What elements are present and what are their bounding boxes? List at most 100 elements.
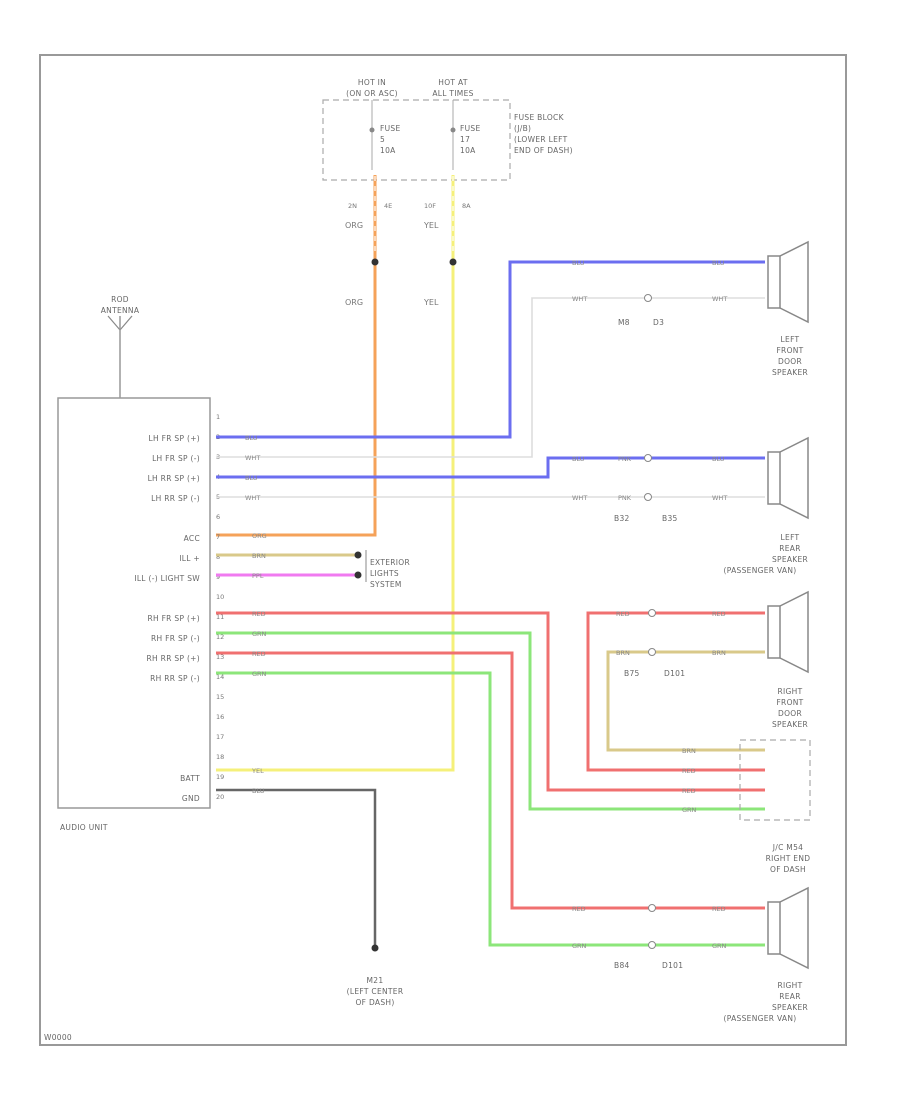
svg-text:9: 9: [216, 573, 220, 581]
svg-text:BLU: BLU: [572, 455, 585, 463]
svg-text:BRN: BRN: [252, 552, 266, 560]
diagram-frame: [39, 54, 847, 1046]
svg-text:D3: D3: [653, 318, 664, 327]
svg-text:WHT: WHT: [712, 494, 727, 502]
svg-text:8: 8: [216, 553, 220, 561]
svg-text:GRN: GRN: [712, 942, 727, 950]
svg-text:BRN: BRN: [712, 649, 726, 657]
lf-speaker-icon: [767, 240, 809, 324]
rf-grn-wire: [216, 631, 765, 811]
svg-text:12: 12: [216, 633, 224, 641]
gnd-wire: [216, 788, 377, 948]
svg-text:WHT: WHT: [572, 295, 587, 303]
svg-text:BLU: BLU: [245, 474, 258, 482]
svg-text:RED: RED: [682, 787, 696, 795]
svg-text:10: 10: [216, 593, 224, 601]
svg-text:GND: GND: [182, 794, 200, 803]
org-label: ORG: [345, 221, 363, 230]
svg-text:GRN: GRN: [252, 630, 267, 638]
rf-red-wire: [216, 611, 765, 792]
svg-text:BRN: BRN: [682, 747, 696, 755]
audio-unit-labels: LH FR SP (+) LH FR SP (-) LH RR SP (+) L…: [134, 434, 200, 803]
lr-speaker-icon: [767, 436, 809, 520]
svg-text:15: 15: [216, 693, 224, 701]
svg-text:LH RR SP (-): LH RR SP (-): [151, 494, 200, 503]
svg-text:1: 1: [216, 413, 220, 421]
svg-text:ORG: ORG: [252, 532, 267, 540]
svg-text:WHT: WHT: [245, 494, 260, 502]
svg-text:6: 6: [216, 513, 220, 521]
svg-text:RED: RED: [682, 767, 696, 775]
audio-unit: [57, 397, 211, 809]
pin-2n: 2N: [348, 202, 357, 210]
svg-text:PPL: PPL: [252, 572, 264, 580]
svg-text:PNK: PNK: [618, 494, 632, 502]
svg-text:LH FR SP (-): LH FR SP (-): [152, 454, 200, 463]
svg-text:M8: M8: [618, 318, 630, 327]
svg-text:RH RR SP (+): RH RR SP (+): [147, 654, 200, 663]
org-wire: [216, 175, 377, 537]
yel-label-2: YEL: [423, 298, 439, 307]
svg-text:RED: RED: [616, 610, 630, 618]
rf-speaker-icon: [767, 590, 809, 674]
pin-8a: 8A: [462, 202, 471, 210]
svg-text:18: 18: [216, 753, 224, 761]
svg-text:BLU: BLU: [572, 259, 585, 267]
svg-text:19: 19: [216, 773, 224, 781]
svg-text:B75: B75: [624, 669, 640, 678]
svg-text:PNK: PNK: [618, 455, 632, 463]
fuse-block: [322, 99, 511, 181]
rr-red-wire: [216, 651, 765, 910]
pin-10f: 10F: [424, 202, 436, 210]
svg-text:16: 16: [216, 713, 224, 721]
svg-text:GRN: GRN: [682, 806, 697, 814]
rf-spk-red: [586, 611, 765, 772]
svg-text:WHT: WHT: [712, 295, 727, 303]
svg-text:LH RR SP (+): LH RR SP (+): [148, 474, 200, 483]
svg-text:BATT: BATT: [180, 774, 200, 783]
yel-wire: [216, 175, 455, 772]
svg-text:20: 20: [216, 793, 224, 801]
rr-grn-wire: [216, 671, 765, 947]
svg-text:BLU: BLU: [712, 259, 725, 267]
svg-text:YEL: YEL: [251, 767, 264, 775]
svg-text:ACC: ACC: [184, 534, 200, 543]
svg-text:RED: RED: [252, 610, 266, 618]
svg-text:WHT: WHT: [572, 494, 587, 502]
svg-text:LH FR SP (+): LH FR SP (+): [148, 434, 200, 443]
svg-text:WHT: WHT: [245, 454, 260, 462]
svg-text:RED: RED: [572, 905, 586, 913]
footer-code: W0000: [44, 1033, 72, 1042]
svg-text:B84: B84: [614, 961, 630, 970]
jc-m54: [739, 739, 811, 821]
svg-text:14: 14: [216, 673, 224, 681]
audio-unit-pins: 1 2 3 4 5 6 7 8 9 10 11 12 13 14 15 16 1…: [216, 413, 224, 801]
svg-text:11: 11: [216, 613, 224, 621]
lf-blu-wire: [216, 260, 765, 439]
rr-speaker-icon: [767, 886, 809, 970]
lf-wht-wire: [216, 297, 765, 458]
svg-text:BLU: BLU: [245, 434, 258, 442]
audio-unit-label: AUDIO UNIT: [60, 823, 108, 832]
pin-4e: 4E: [384, 202, 392, 210]
svg-text:RED: RED: [252, 650, 266, 658]
svg-text:B35: B35: [662, 514, 678, 523]
svg-text:BLU: BLU: [252, 787, 265, 795]
svg-text:7: 7: [216, 533, 220, 541]
svg-text:RH FR SP (+): RH FR SP (+): [147, 614, 200, 623]
svg-text:B32: B32: [614, 514, 630, 523]
svg-text:17: 17: [216, 733, 224, 741]
svg-text:RH RR SP (-): RH RR SP (-): [150, 674, 200, 683]
